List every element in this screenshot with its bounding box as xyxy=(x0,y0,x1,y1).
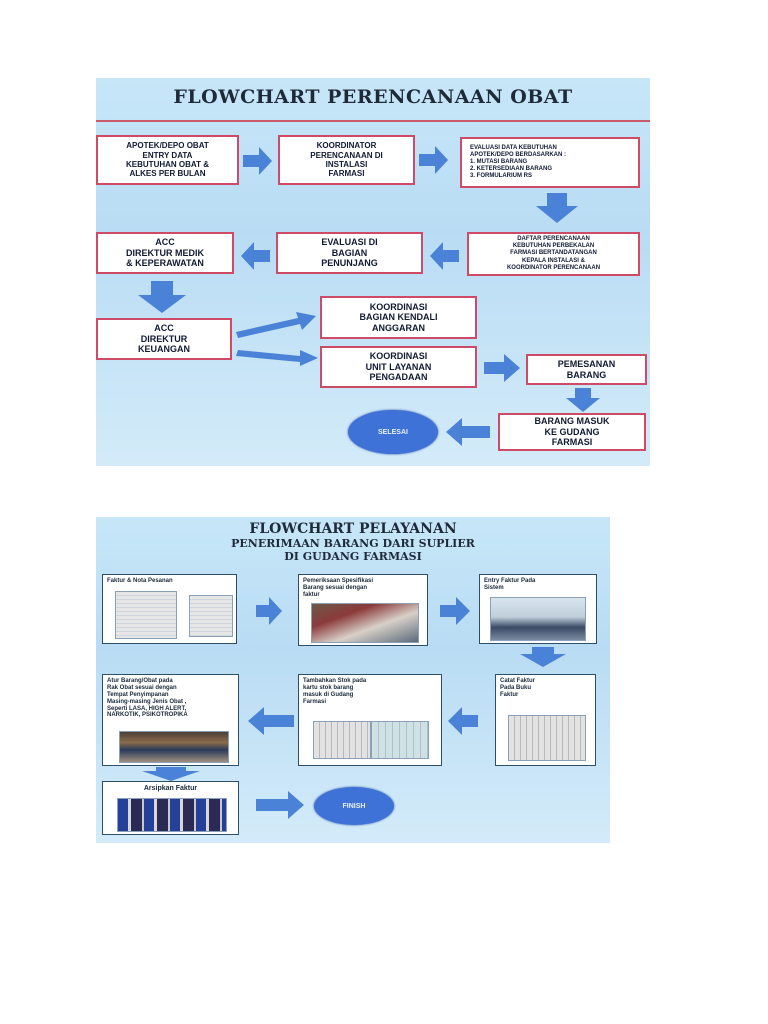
box-evaluasi-bagian-penunjang: EVALUASI DI BAGIAN PENUNJANG xyxy=(276,232,423,274)
box-pemesanan-barang: PEMESANAN BARANG xyxy=(526,354,647,385)
step-label: Faktur & Nota Pesanan xyxy=(107,578,173,584)
arrow-left-icon xyxy=(446,418,490,446)
end-oval-selesai: SELESAI xyxy=(348,410,438,454)
flowchart-2-title: FLOWCHART PELAYANAN xyxy=(249,521,457,537)
step-pemeriksaan-spesifikasi: Pemeriksaan Spesifikasi Barang sesuai de… xyxy=(298,574,428,646)
arrow-left-icon xyxy=(248,707,294,735)
box-label: KOORDINASI UNIT LAYANAN PENGADAAN xyxy=(365,351,432,383)
computer-entry-photo xyxy=(490,597,586,641)
box-koordinasi-unit-layanan-pengadaan: KOORDINASI UNIT LAYANAN PENGADAAN xyxy=(320,346,477,388)
box-label: EVALUASI DATA KEBUTUHAN APOTEK/DEPO BERD… xyxy=(470,144,567,180)
step-label: Atur Barang/Obat pada Rak Obat sesuai de… xyxy=(107,678,188,719)
binders-photo xyxy=(117,798,227,832)
step-label: Entry Faktur Pada Sistem xyxy=(484,578,536,591)
step-entry-faktur-sistem: Entry Faktur Pada Sistem xyxy=(479,574,597,644)
box-label: ACC DIREKTUR MEDIK & KEPERAWATAN xyxy=(126,237,204,269)
box-label: EVALUASI DI BAGIAN PENUNJANG xyxy=(321,237,378,269)
box-label: ACC DIREKTUR KEUANGAN xyxy=(137,323,190,355)
step-label: Catat Faktur Pada Buku Faktur xyxy=(500,678,536,698)
arrow-down-icon xyxy=(536,193,578,223)
step-faktur-nota-pesanan: Faktur & Nota Pesanan xyxy=(102,574,237,644)
branch-arrows-icon xyxy=(236,312,318,366)
flowchart-pelayanan-penerimaan-barang: FLOWCHART PELAYANAN PENERIMAAN BARANG DA… xyxy=(96,517,610,843)
step-arsipkan-faktur: Arsipkan Faktur xyxy=(102,781,239,835)
box-acc-direktur-keuangan: ACC DIREKTUR KEUANGAN xyxy=(96,318,232,360)
flowchart-2-subtitle: PENERIMAAN BARANG DARI SUPLIER xyxy=(231,537,475,550)
end-label: SELESAI xyxy=(378,428,408,436)
invoice-photo xyxy=(115,591,177,639)
box-label: KOORDINATOR PERENCANAAN DI INSTALASI FAR… xyxy=(310,141,383,179)
arrow-right-icon xyxy=(440,597,470,625)
flowchart-perencanaan-obat: FLOWCHART PERENCANAAN OBAT APOTEK/DEPO O… xyxy=(96,78,650,466)
flowchart-2-subtitle-2: DI GUDANG FARMASI xyxy=(284,550,422,563)
step-label: Arsipkan Faktur xyxy=(143,785,198,792)
box-barang-masuk-gudang: BARANG MASUK KE GUDANG FARMASI xyxy=(498,413,646,451)
step-label: Tambahkan Stok pada kartu stok barang ma… xyxy=(303,678,367,705)
box-koordinasi-kendali-anggaran: KOORDINASI BAGIAN KENDALI ANGGARAN xyxy=(320,296,477,339)
box-label: DAFTAR PERENCANAAN KEBUTUHAN PERBEKALAN … xyxy=(506,236,601,271)
arrow-right-icon xyxy=(484,354,520,382)
arrow-left-icon xyxy=(430,242,459,270)
end-oval-finish: FINISH xyxy=(314,787,394,825)
arrow-down-icon xyxy=(520,647,566,667)
end-label: FINISH xyxy=(342,802,366,810)
box-label: APOTEK/DEPO OBAT ENTRY DATA KEBUTUHAN OB… xyxy=(126,141,209,179)
inspection-photo xyxy=(311,603,419,643)
shelf-photo xyxy=(119,731,229,763)
stock-card-blue-photo xyxy=(371,721,429,759)
step-atur-barang-rak: Atur Barang/Obat pada Rak Obat sesuai de… xyxy=(102,674,239,766)
order-note-photo xyxy=(189,595,233,637)
arrow-right-icon xyxy=(256,597,282,625)
arrow-down-icon xyxy=(142,767,200,781)
step-label: Pemeriksaan Spesifikasi Barang sesuai de… xyxy=(303,578,374,598)
arrow-down-icon xyxy=(138,281,186,313)
box-daftar-perencanaan: DAFTAR PERENCANAAN KEBUTUHAN PERBEKALAN … xyxy=(467,232,640,276)
arrow-right-icon xyxy=(256,791,304,819)
arrow-down-icon xyxy=(566,388,600,412)
box-acc-direktur-medik: ACC DIREKTUR MEDIK & KEPERAWATAN xyxy=(96,232,234,274)
arrow-right-icon xyxy=(243,147,272,175)
ledger-book-photo xyxy=(508,715,586,761)
box-evaluasi-data-kebutuhan: EVALUASI DATA KEBUTUHAN APOTEK/DEPO BERD… xyxy=(460,137,640,188)
stock-card-photo xyxy=(313,721,371,759)
arrow-left-icon xyxy=(448,707,478,735)
step-catat-faktur-buku: Catat Faktur Pada Buku Faktur xyxy=(495,674,596,766)
box-koordinator-perencanaan: KOORDINATOR PERENCANAAN DI INSTALASI FAR… xyxy=(278,135,415,185)
step-tambahkan-stok: Tambahkan Stok pada kartu stok barang ma… xyxy=(298,674,442,766)
flowchart-1-title: FLOWCHART PERENCANAAN OBAT xyxy=(173,86,573,108)
arrow-left-icon xyxy=(241,242,270,270)
arrow-right-icon xyxy=(419,146,448,174)
box-apotek-entry-data: APOTEK/DEPO OBAT ENTRY DATA KEBUTUHAN OB… xyxy=(96,135,239,185)
box-label: PEMESANAN BARANG xyxy=(557,358,616,380)
title-divider xyxy=(96,120,650,122)
box-label: BARANG MASUK KE GUDANG FARMASI xyxy=(534,416,610,448)
box-label: KOORDINASI BAGIAN KENDALI ANGGARAN xyxy=(359,301,438,333)
